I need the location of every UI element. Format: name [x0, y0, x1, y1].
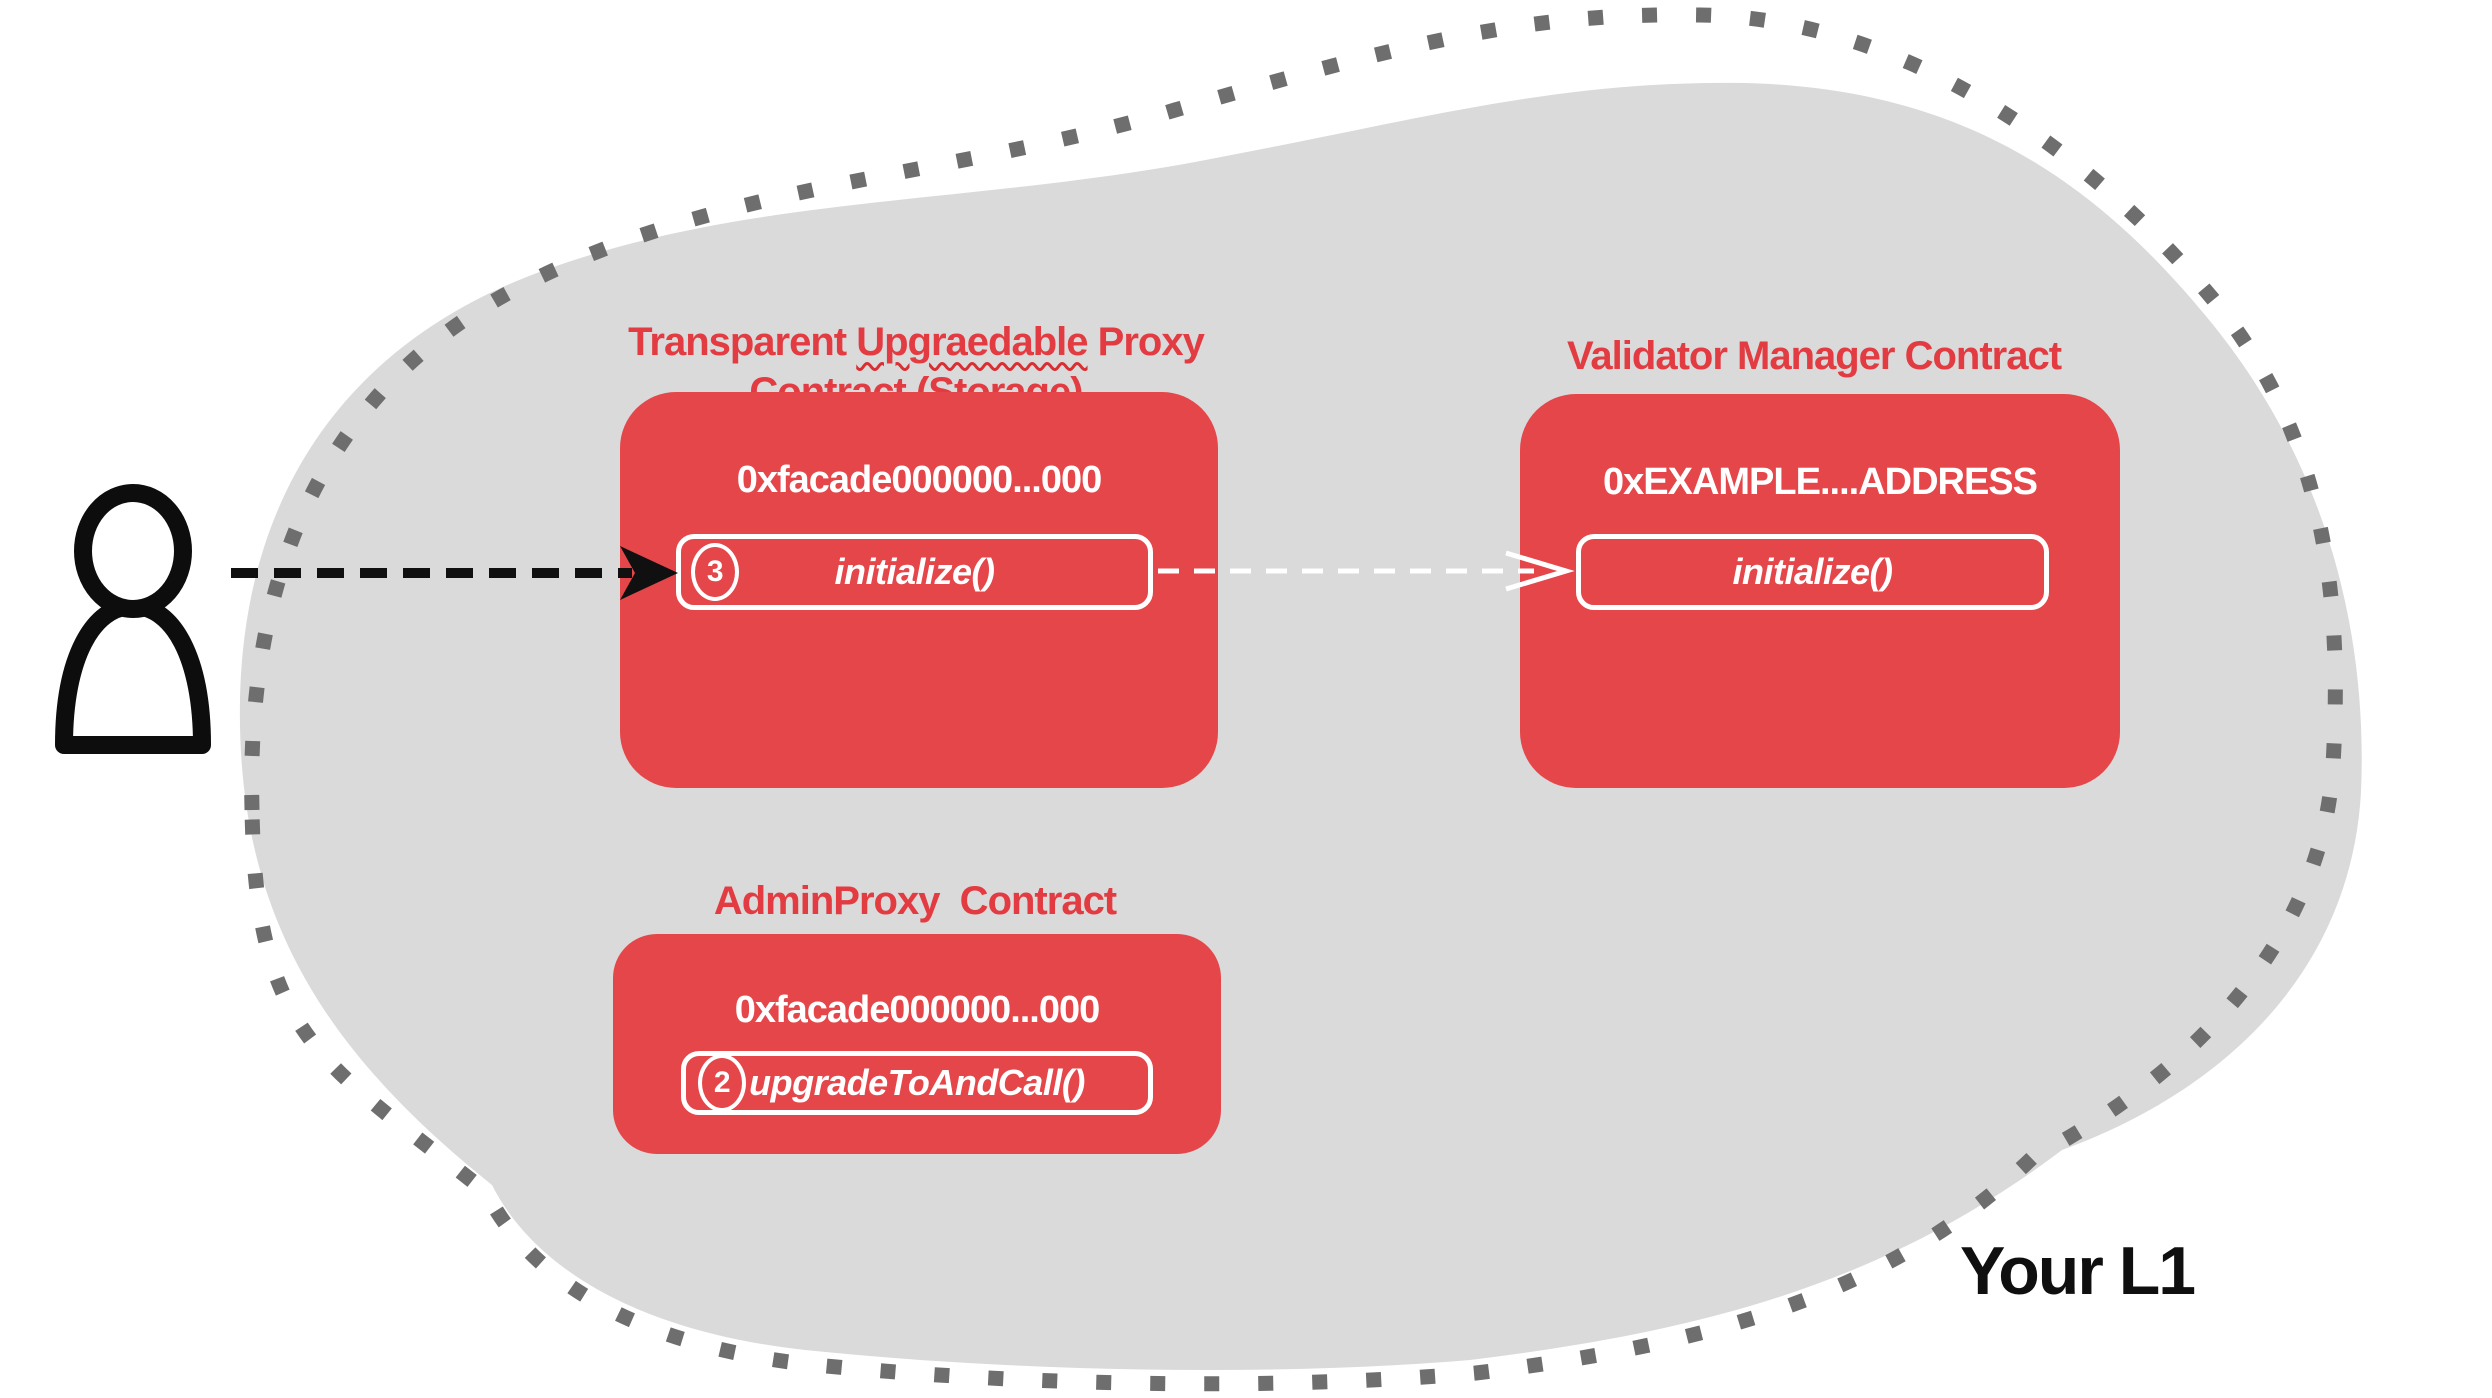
proxy-initialize-label: initialize() [834, 551, 995, 592]
transparent-proxy-contract-box: 0xfacade000000...000 3 initialize() [620, 392, 1218, 788]
upgrade-to-and-call-button[interactable]: 2 upgradeToAndCall() [681, 1051, 1153, 1115]
validator-manager-title: Validator Manager Contract [1566, 334, 2062, 378]
proxy-initialize-button[interactable]: 3 initialize() [676, 534, 1153, 610]
step-3-badge: 3 [691, 543, 739, 601]
region-label: Your L1 [1959, 1233, 2196, 1309]
person-icon [55, 484, 211, 754]
title-text-post: Proxy [1087, 320, 1205, 364]
admin-proxy-contract-address: 0xfacade000000...000 [734, 989, 1101, 1031]
title-text-pre: Transparent [628, 320, 857, 364]
admin-proxy-title: AdminProxy Contract [713, 879, 1117, 923]
validator-initialize-label: initialize() [1732, 551, 1893, 592]
misspelled-word: Upgraedable [856, 320, 1088, 364]
validator-initialize-button[interactable]: initialize() [1576, 534, 2049, 610]
step-2-badge: 2 [698, 1054, 746, 1112]
admin-proxy-contract-box: 0xfacade000000...000 2 upgradeToAndCall(… [613, 934, 1221, 1154]
validator-contract-address: 0xEXAMPLE....ADDRESS [1603, 461, 2038, 503]
validator-manager-contract-box: 0xEXAMPLE....ADDRESS initialize() [1520, 394, 2120, 788]
proxy-contract-address: 0xfacade000000...000 [736, 459, 1103, 501]
l1-network-dotted-border [244, 7, 2343, 1392]
upgrade-to-and-call-label: upgradeToAndCall() [749, 1062, 1085, 1103]
